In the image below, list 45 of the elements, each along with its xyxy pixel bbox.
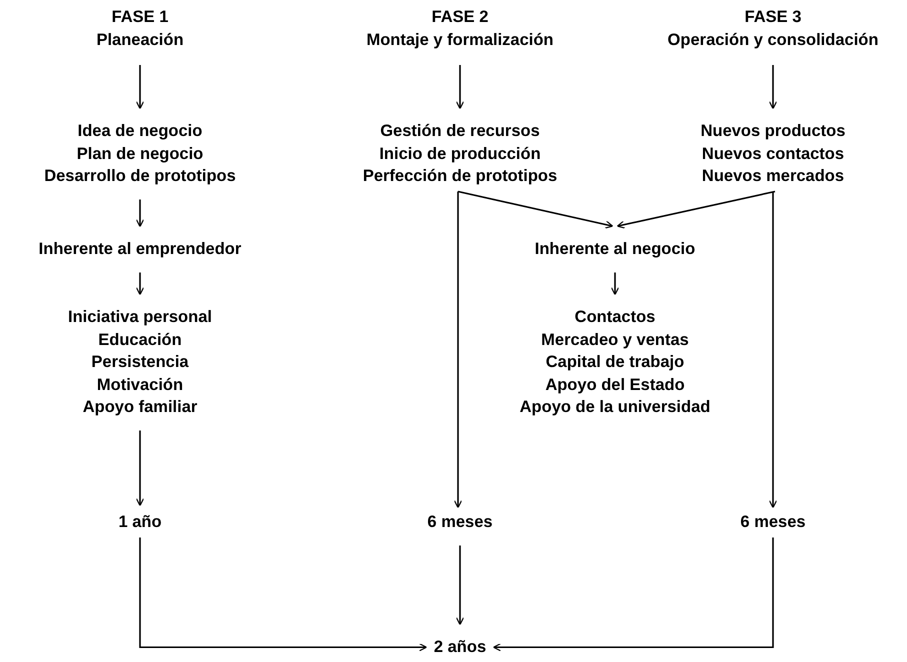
list-item-text: Contactos xyxy=(574,307,656,328)
phase-heading: Operación y consolidación xyxy=(668,30,878,50)
phase-heading: Planeación xyxy=(96,30,184,50)
category-text: Inherente al negocio xyxy=(534,239,696,260)
list-item-text: Educación xyxy=(97,330,183,350)
list-item-text: Persistencia xyxy=(90,352,190,373)
duration-text: 6 meses xyxy=(740,512,806,533)
list-item-text: Nuevos mercados xyxy=(700,166,846,187)
arrow xyxy=(616,190,776,229)
list-item-text: Plan de negocio xyxy=(76,144,204,164)
phase-heading: FASE 1 xyxy=(110,7,170,28)
list-item-text: Capital de trabajo xyxy=(544,352,686,373)
arrow xyxy=(768,192,778,508)
arrow xyxy=(136,200,144,228)
list-item-text: Inicio de producción xyxy=(378,144,542,164)
list-item-text: Mercadeo y ventas xyxy=(540,330,690,350)
list-item-text: Apoyo de la universidad xyxy=(520,397,710,418)
list-item-text: Apoyo familiar xyxy=(82,397,198,418)
list-item-text: Nuevos productos xyxy=(700,121,846,142)
phase-heading: Montaje y formalización xyxy=(366,30,554,50)
list-item-text: Perfección de prototipos xyxy=(362,166,558,187)
arrow xyxy=(768,65,778,110)
arrow xyxy=(139,538,428,652)
list-item-text: Gestión de recursos xyxy=(379,121,541,142)
arrow xyxy=(456,546,464,626)
arrow xyxy=(136,65,144,110)
list-item-text: Apoyo del Estado xyxy=(544,374,686,396)
list-item-text: Desarrollo de prototipos xyxy=(44,166,236,187)
phase-heading: FASE 2 xyxy=(430,7,490,28)
category-text: Inherente al emprendedor xyxy=(38,239,242,260)
list-item-text: Iniciativa personal xyxy=(68,307,212,328)
arrow xyxy=(492,538,774,652)
list-item-text: Nuevos contactos xyxy=(700,144,846,164)
duration-text: 2 años xyxy=(434,637,486,658)
duration-text: 1 año xyxy=(118,512,162,533)
arrow xyxy=(454,192,462,508)
list-item-text: Motivación xyxy=(96,374,184,396)
arrow xyxy=(136,272,144,296)
phase-heading: FASE 3 xyxy=(744,7,802,28)
duration-text: 6 meses xyxy=(427,512,493,533)
arrow xyxy=(610,272,620,296)
arrow xyxy=(458,190,614,229)
arrow xyxy=(136,430,144,506)
arrow xyxy=(456,65,464,110)
list-item-text: Idea de negocio xyxy=(76,121,204,142)
